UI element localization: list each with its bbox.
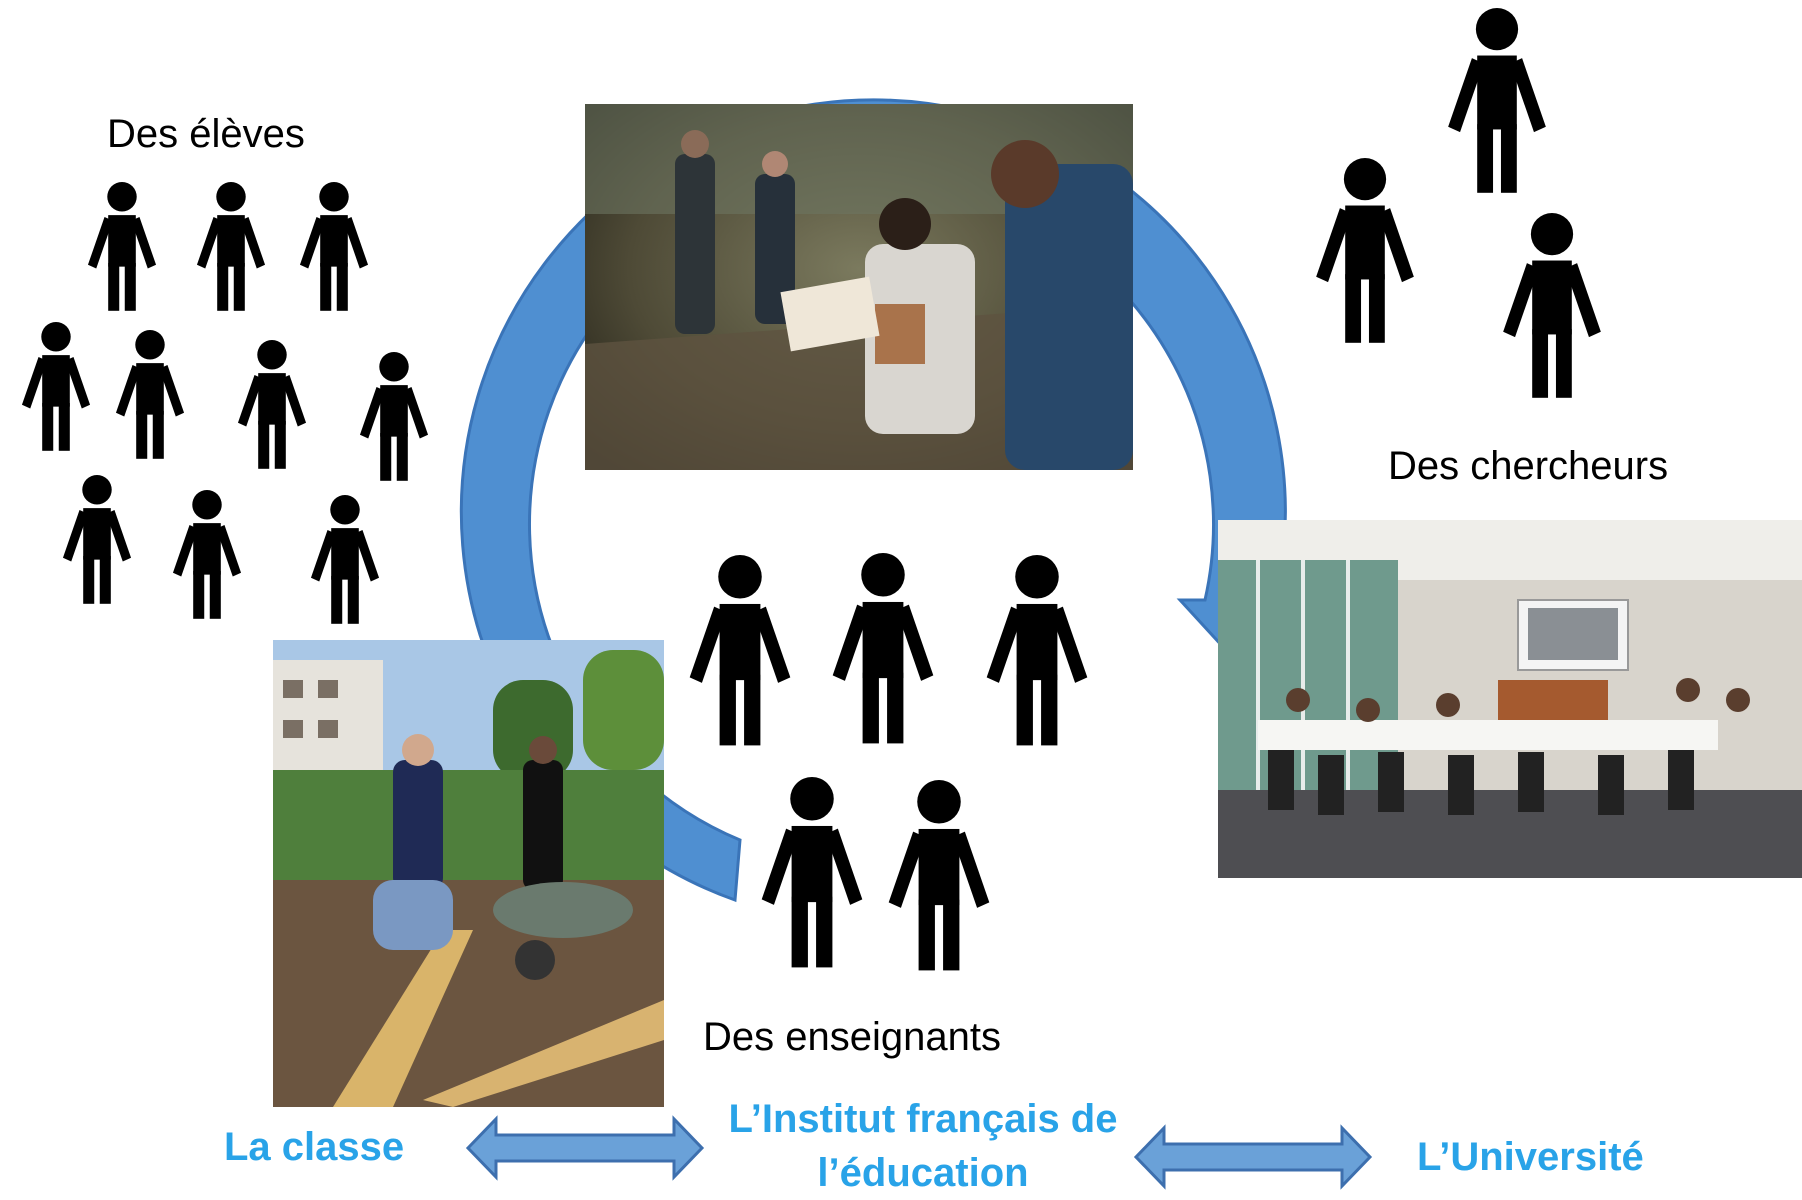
double-arrow-left [466,1115,705,1181]
person-icon [115,330,185,459]
person-icon [62,475,132,604]
person-icon [196,182,266,311]
label-institut-line2: l’éducation [817,1151,1029,1195]
person-icon [1503,213,1601,398]
person-icon [761,777,863,968]
person-icon [299,182,369,311]
label-chercheurs: Des chercheurs [1388,444,1669,488]
double-arrow-right [1134,1124,1373,1190]
person-icon [832,553,934,744]
person-icon [1316,158,1414,343]
label-eleves: Des élèves [107,112,305,156]
label-institut-line1: L’Institut français de [728,1097,1118,1141]
photo-school-garden [273,640,664,1107]
person-icon [172,490,242,619]
person-icon [21,322,91,451]
person-icon [888,780,990,971]
photo-forest-outing [585,104,1133,470]
person-icon [689,555,791,746]
person-icon [237,340,307,469]
person-icon [87,182,157,311]
label-la-classe: La classe [224,1125,405,1169]
photo-meeting-room [1218,520,1802,878]
label-enseignants: Des enseignants [703,1015,1001,1059]
person-icon [986,555,1088,746]
person-icon [1448,8,1546,193]
label-institut: L’Institut français de l’éducation [718,1092,1128,1200]
label-universite: L’Université [1417,1135,1644,1179]
person-icon [310,495,380,624]
person-icon [359,352,429,481]
